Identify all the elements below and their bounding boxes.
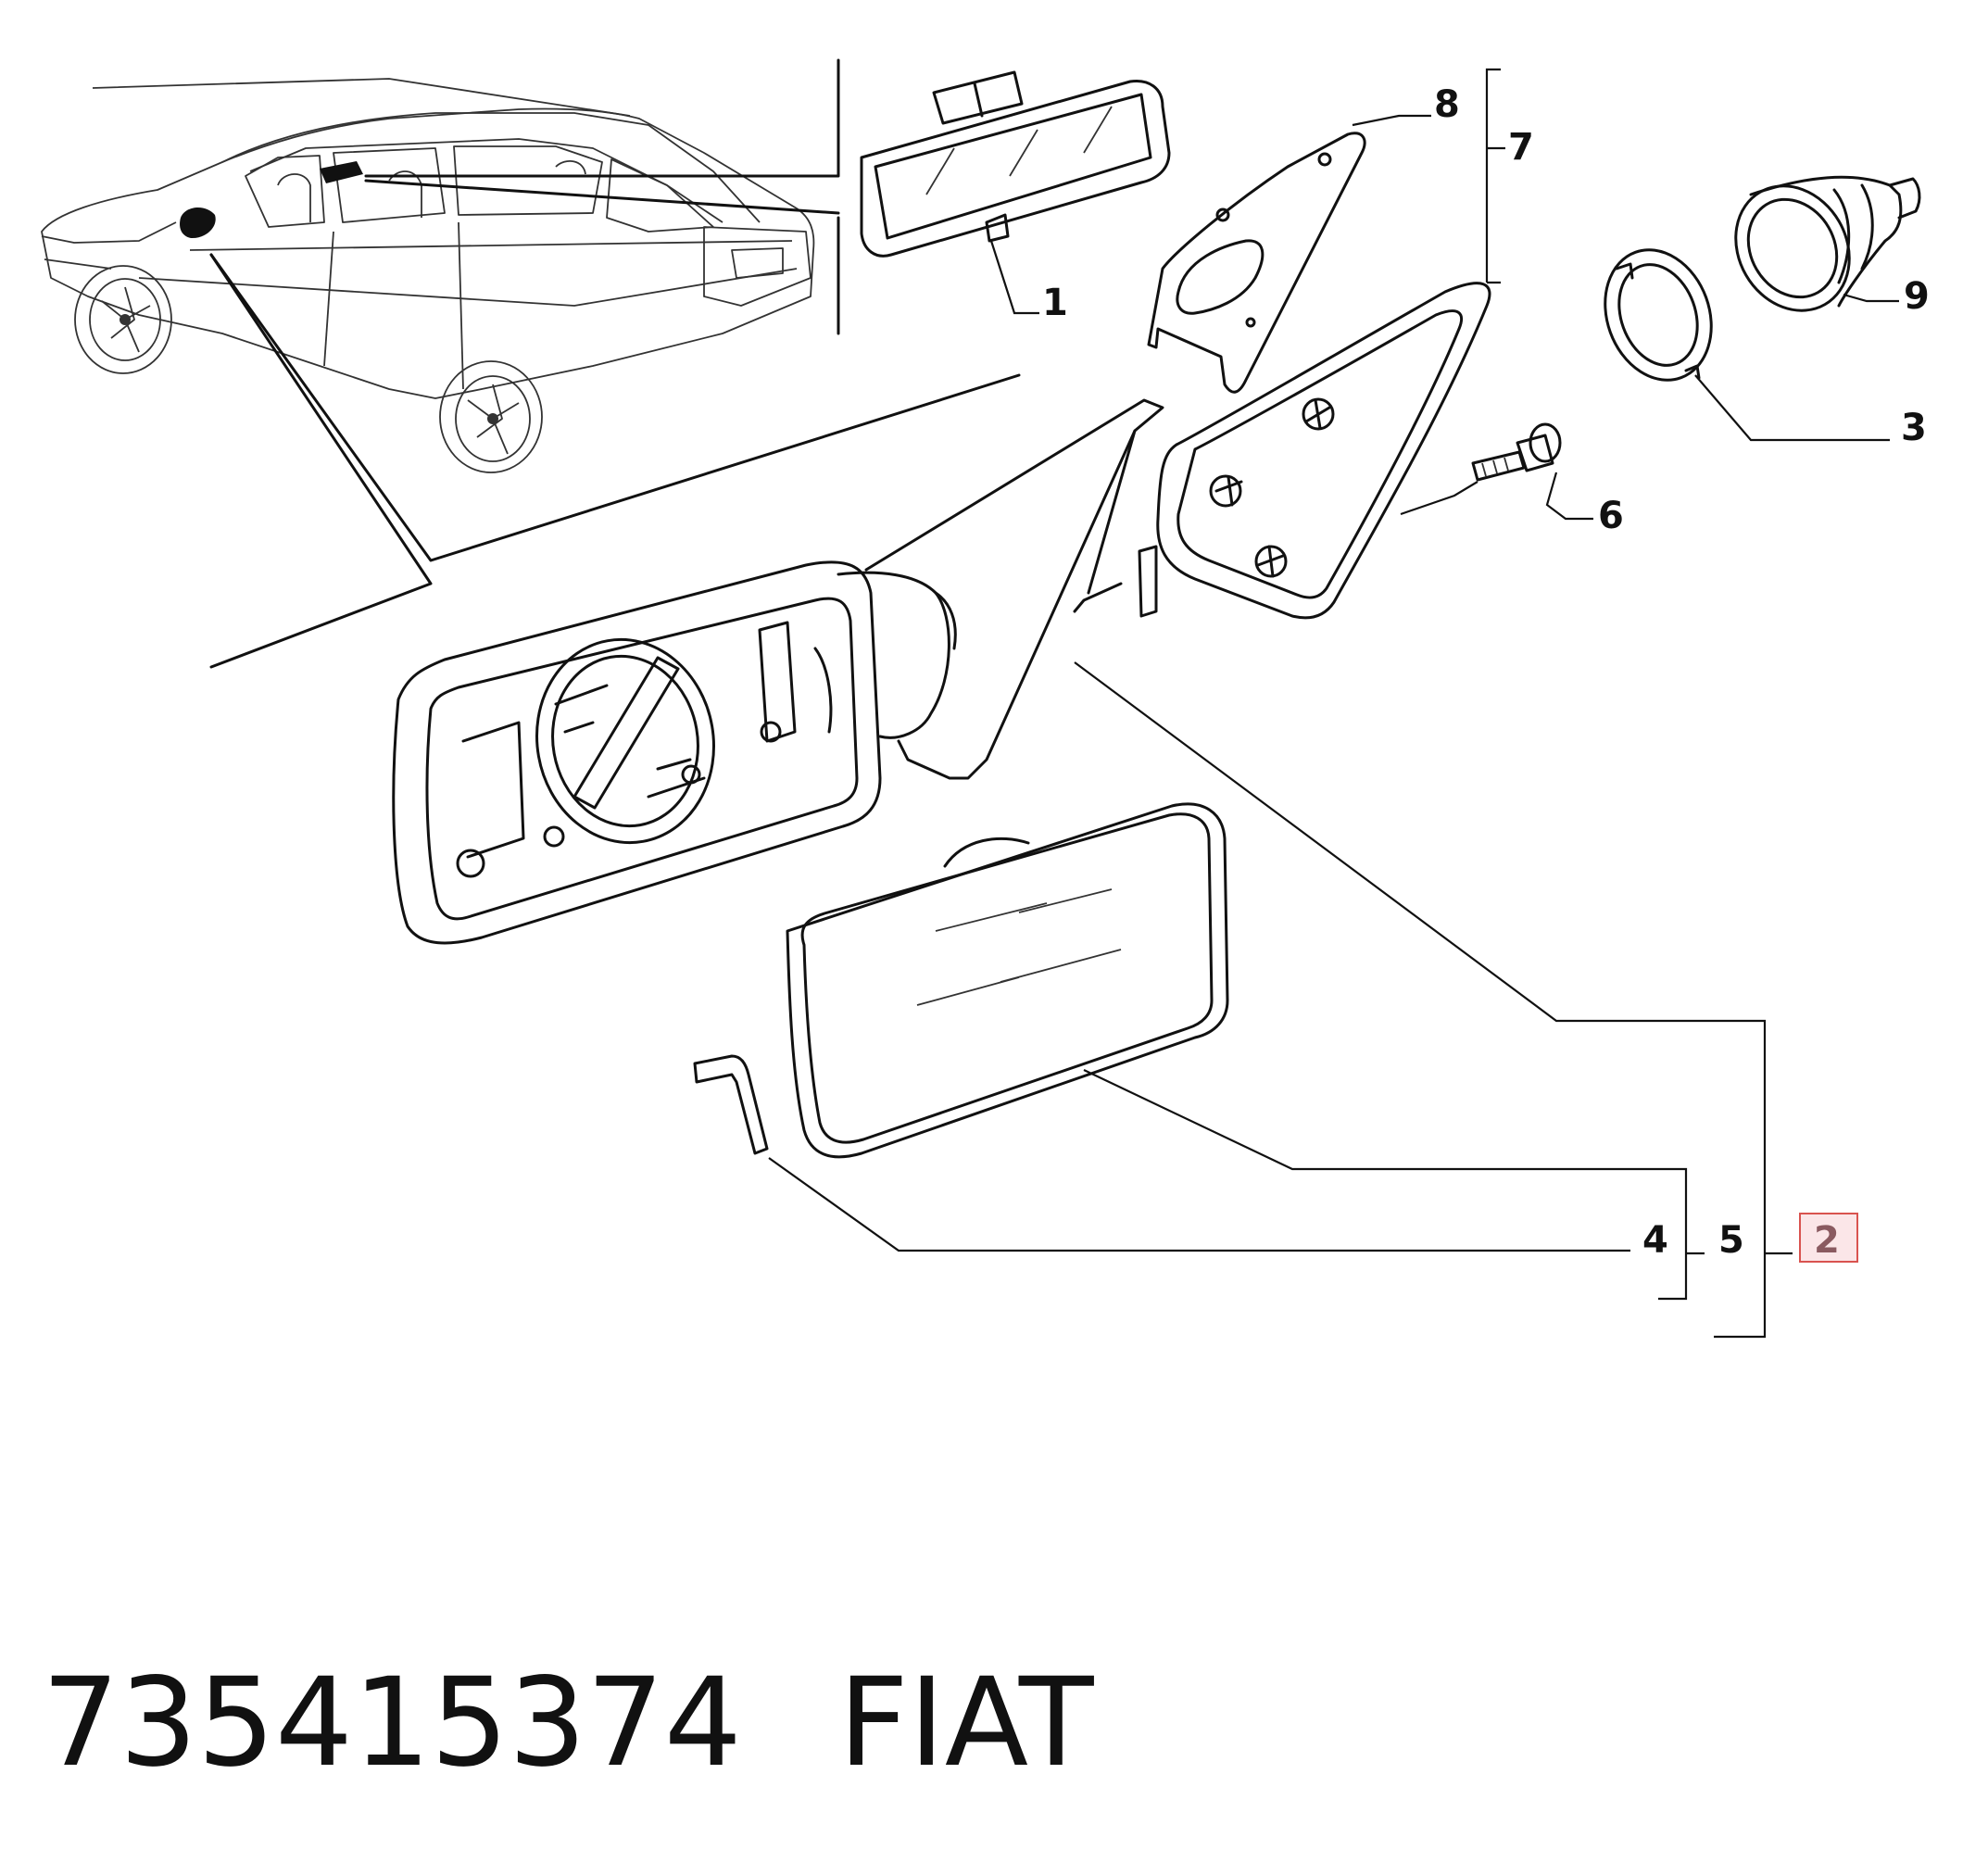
interior-rear-view-mirror [860,70,1171,258]
callout-3[interactable]: 3 [1901,407,1927,449]
callout-1[interactable]: 1 [1042,282,1068,324]
callout-6[interactable]: 6 [1598,495,1624,537]
overview-frame-lines [209,58,1021,669]
interior-mirror-marker [320,161,363,183]
callout-5[interactable]: 5 [1718,1219,1744,1262]
clip [693,1054,769,1155]
front-wheel-icon [74,265,172,374]
rear-wheel-icon [439,360,543,473]
part-number: 735415374 [42,1652,742,1794]
callout-9[interactable]: 9 [1904,275,1930,318]
callout-2[interactable]: 2 [1814,1219,1840,1262]
leader-lines [768,68,1899,1339]
exterior-mirror-marker [180,208,216,239]
mirror-glass [786,802,1229,1159]
callout-8[interactable]: 8 [1434,83,1460,126]
brand-name: FIAT [838,1652,1095,1794]
car-overview-illustration [41,78,815,473]
mirror-housing [392,398,1164,945]
screw [1471,422,1562,482]
rubber-boot [1734,175,1921,312]
callout-4[interactable]: 4 [1642,1219,1668,1262]
mounting-bracket [1147,132,1366,394]
mirror-base-plate [1138,282,1491,620]
callout-7[interactable]: 7 [1508,126,1534,169]
retaining-ring [1604,248,1713,382]
callouts: 1 2 3 4 5 6 7 8 9 [1042,83,1930,1263]
callout-2-highlight [1799,1213,1858,1263]
